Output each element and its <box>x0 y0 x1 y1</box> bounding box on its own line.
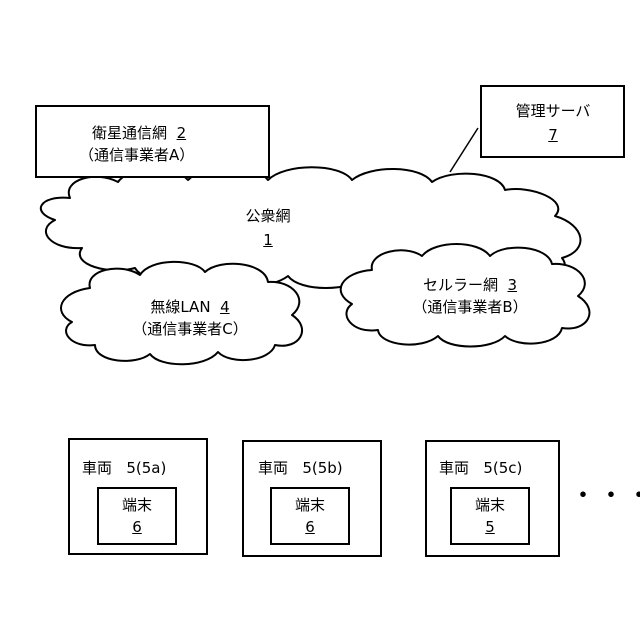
vehicle-title-3: 車両 5(5c) <box>439 458 522 478</box>
vehicle-box-3: 車両 5(5c) 端末 5 <box>425 440 560 557</box>
cellular-network-operator: （通信事業者B） <box>412 297 527 317</box>
vehicle-title-1: 車両 5(5a) <box>82 458 166 478</box>
wireless-lan-title: 無線LAN 4 <box>150 297 229 317</box>
vehicle-number-3: 5(5c) <box>483 459 522 477</box>
public-network-number: 1 <box>263 230 273 250</box>
terminal-number-1: 6 <box>132 517 142 537</box>
terminal-box-2: 端末 6 <box>270 487 350 545</box>
terminal-number-2: 6 <box>305 517 315 537</box>
vehicle-number-2: 5(5b) <box>302 459 342 477</box>
satellite-network-number: 2 <box>177 124 187 142</box>
vehicle-label-3: 車両 <box>439 459 469 477</box>
server-connector-line <box>450 128 478 172</box>
terminal-box-3: 端末 5 <box>450 487 530 545</box>
wireless-lan-number: 4 <box>220 298 230 316</box>
terminal-label-2: 端末 <box>295 495 325 515</box>
more-vehicles-indicator: ・・・ <box>570 486 640 506</box>
satellite-network-title: 衛星通信網 2 <box>92 123 186 143</box>
satellite-network-operator: （通信事業者A） <box>79 145 194 165</box>
terminal-number-3: 5 <box>485 517 495 537</box>
management-server-number: 7 <box>548 125 558 145</box>
vehicle-label-2: 車両 <box>258 459 288 477</box>
vehicle-box-2: 車両 5(5b) 端末 6 <box>242 440 382 557</box>
satellite-network-box: 衛星通信網 2 （通信事業者A） <box>35 105 270 178</box>
terminal-label-3: 端末 <box>475 495 505 515</box>
management-server-box: 管理サーバ 7 <box>480 85 625 158</box>
wireless-lan-name: 無線LAN <box>150 298 210 316</box>
terminal-box-1: 端末 6 <box>97 487 177 545</box>
vehicle-number-1: 5(5a) <box>126 459 166 477</box>
terminal-label-1: 端末 <box>122 495 152 515</box>
management-server-name: 管理サーバ <box>516 101 591 121</box>
wireless-lan-operator: （通信事業者C） <box>132 319 247 339</box>
public-network-name: 公衆網 <box>245 206 290 226</box>
vehicle-title-2: 車両 5(5b) <box>258 458 343 478</box>
cellular-network-title: セルラー網 3 <box>423 275 517 295</box>
vehicle-box-1: 車両 5(5a) 端末 6 <box>68 438 208 555</box>
vehicle-label-1: 車両 <box>82 459 112 477</box>
cellular-network-number: 3 <box>508 276 518 294</box>
satellite-network-name: 衛星通信網 <box>92 124 167 142</box>
cellular-network-name: セルラー網 <box>423 276 498 294</box>
